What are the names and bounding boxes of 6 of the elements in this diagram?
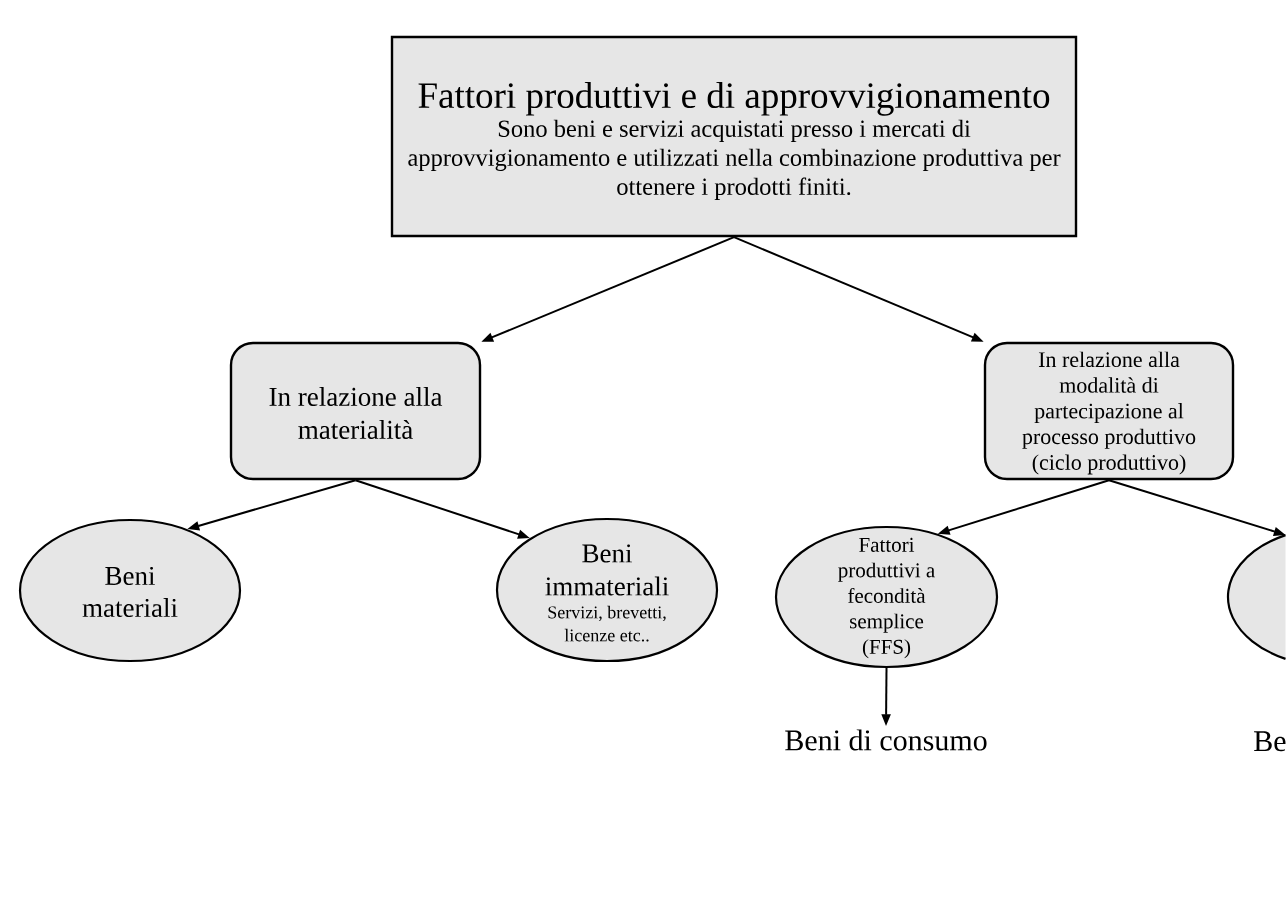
label: Be: [1254, 731, 1286, 752]
rounded-box: In relazione alla modalità di partecipazione al processo produttivo (ciclo produttivo): [983, 341, 1235, 481]
ellipse: [1227, 534, 1286, 660]
concept-box: Fattori produttivi e di approvvigionamento Sono beni e servizi acquistati presso i mercati di approvvigionamento e utilizzati nella combinazione produttiva per ottenere i prodotti finiti.: [390, 35, 1078, 238]
rounded-box: In relazione alla materialità: [229, 341, 482, 481]
text-label: Beni di consumo: [785, 729, 987, 751]
